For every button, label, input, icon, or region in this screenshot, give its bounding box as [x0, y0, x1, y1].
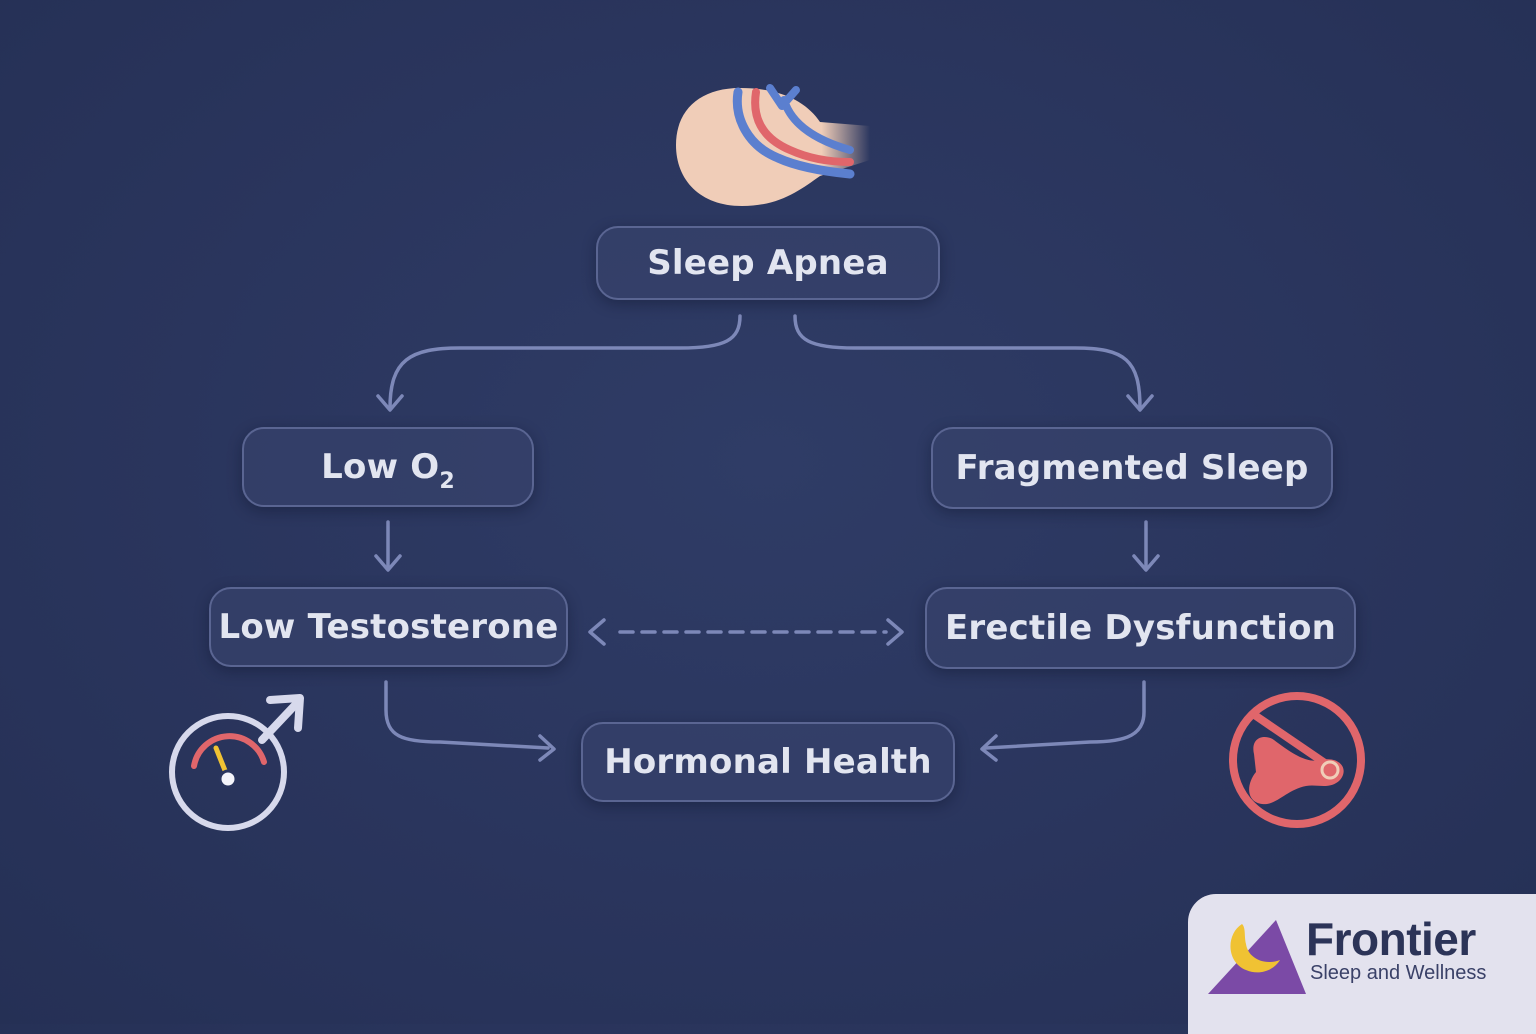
- arrow-apnea-to-low-o2: [388, 314, 742, 410]
- arrowhead-ed: [1132, 554, 1160, 572]
- moon-mountain-logo-icon: [1208, 920, 1306, 994]
- node-hormonal-health: Hormonal Health: [581, 722, 955, 802]
- arrow-ed-to-hormonal: [984, 680, 1146, 750]
- arrowhead-low-o2: [376, 394, 404, 412]
- arrowhead-hormonal-left: [538, 734, 556, 762]
- arrowhead-dashed-left: [588, 618, 606, 646]
- logo-title: Frontier: [1306, 913, 1476, 965]
- node-label: Hormonal Health: [604, 742, 932, 782]
- arrowhead-dashed-right: [886, 618, 904, 646]
- arrowhead-hormonal-right: [980, 734, 998, 762]
- male-gauge-icon: [169, 694, 304, 831]
- arrow-apnea-to-fragmented: [793, 314, 1142, 410]
- head-airway-icon: [676, 84, 870, 206]
- node-low-testosterone: Low Testosterone: [209, 587, 568, 667]
- arrowhead-testosterone: [374, 554, 402, 572]
- brand-logo: Frontier Sleep and Wellness: [1188, 894, 1536, 1034]
- arrow-testosterone-to-hormonal: [384, 680, 550, 750]
- logo-subtitle: Sleep and Wellness: [1310, 962, 1487, 984]
- node-label: Low Testosterone: [218, 607, 559, 647]
- node-label: Sleep Apnea: [647, 243, 889, 283]
- node-label: Fragmented Sleep: [955, 448, 1309, 488]
- node-fragmented-sleep: Fragmented Sleep: [931, 427, 1333, 509]
- node-erectile-dysfunction: Erectile Dysfunction: [925, 587, 1356, 669]
- node-low-o2: Low O2: [242, 427, 534, 507]
- prohibited-icon: [1229, 692, 1365, 828]
- node-sleep-apnea: Sleep Apnea: [596, 226, 940, 300]
- node-label: Erectile Dysfunction: [944, 608, 1337, 648]
- subscript: 2: [439, 469, 455, 494]
- node-label: Low O2: [321, 447, 455, 494]
- arrowhead-fragmented: [1126, 394, 1154, 412]
